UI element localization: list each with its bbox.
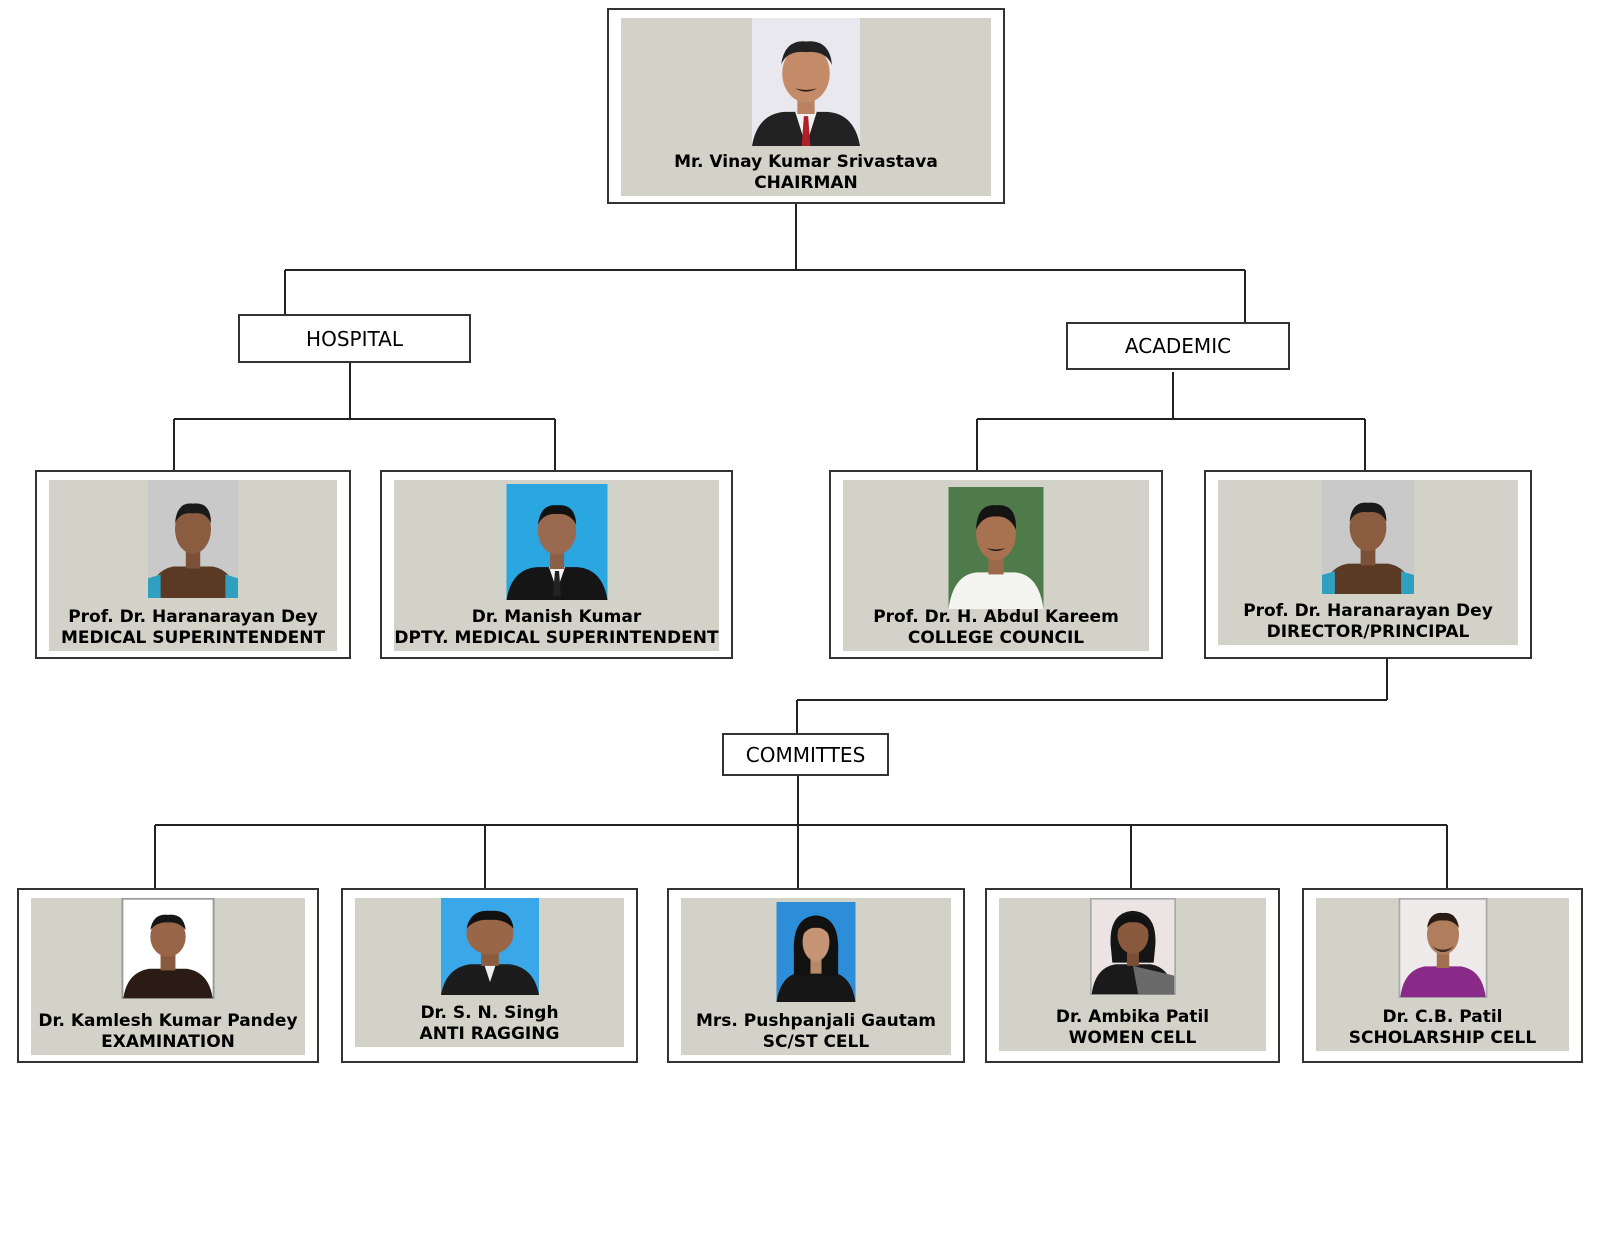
hospital-label: HOSPITAL xyxy=(238,314,471,363)
academic-0-name: Prof. Dr. H. Abdul Kareem xyxy=(873,607,1119,627)
committee-2-title: SC/ST CELL xyxy=(762,1032,870,1052)
committee-0-caption: Dr. Kamlesh Kumar Pandey EXAMINATION xyxy=(31,1011,305,1053)
committee-1-name: Dr. S. N. Singh xyxy=(420,1003,559,1023)
hospital-1-name: Dr. Manish Kumar xyxy=(471,607,642,627)
academic-0-title: COLLEGE COUNCIL xyxy=(907,628,1085,648)
academic-card-principal: Prof. Dr. Haranarayan Dey DIRECTOR/PRINC… xyxy=(1204,470,1532,659)
academic-1-title: DIRECTOR/PRINCIPAL xyxy=(1266,622,1470,642)
committee-card-women: Dr. Ambika Patil WOMEN CELL xyxy=(985,888,1280,1063)
hospital-1-caption: Dr. Manish Kumar DPTY. MEDICAL SUPERINTE… xyxy=(394,607,719,649)
manish-photo xyxy=(506,484,607,600)
academic-connector xyxy=(976,372,1366,472)
academic-card-council: Prof. Dr. H. Abdul Kareem COLLEGE COUNCI… xyxy=(829,470,1163,659)
chairman-connector xyxy=(284,202,1246,322)
ambika-photo xyxy=(1089,898,1176,995)
hospital-connector xyxy=(173,362,556,472)
committee-1-title: ANTI RAGGING xyxy=(419,1024,560,1044)
hospital-1-title: DPTY. MEDICAL SUPERINTENDENT xyxy=(394,628,719,648)
committee-0-name: Dr. Kamlesh Kumar Pandey xyxy=(38,1011,298,1031)
committee-card-scst: Mrs. Pushpanjali Gautam SC/ST CELL xyxy=(667,888,965,1063)
academic-0-caption: Prof. Dr. H. Abdul Kareem COLLEGE COUNCI… xyxy=(843,607,1149,649)
committee-card-scholarship: Dr. C.B. Patil SCHOLARSHIP CELL xyxy=(1302,888,1583,1063)
committee-4-title: SCHOLARSHIP CELL xyxy=(1348,1028,1537,1048)
kareem-photo xyxy=(948,487,1044,609)
committee-3-title: WOMEN CELL xyxy=(1068,1028,1197,1048)
academic-label: ACADEMIC xyxy=(1066,322,1290,370)
committees-label: COMMITTES xyxy=(722,733,889,776)
committee-card-anti-ragging: Dr. S. N. Singh ANTI RAGGING xyxy=(341,888,638,1063)
committee-4-caption: Dr. C.B. Patil SCHOLARSHIP CELL xyxy=(1316,1007,1569,1049)
committee-2-caption: Mrs. Pushpanjali Gautam SC/ST CELL xyxy=(681,1011,951,1053)
committee-3-caption: Dr. Ambika Patil WOMEN CELL xyxy=(999,1007,1266,1049)
committee-card-examination: Dr. Kamlesh Kumar Pandey EXAMINATION xyxy=(17,888,319,1063)
committee-4-name: Dr. C.B. Patil xyxy=(1382,1007,1503,1027)
hospital-0-name: Prof. Dr. Haranarayan Dey xyxy=(68,607,318,627)
hospital-0-title: MEDICAL SUPERINTENDENT xyxy=(60,628,326,648)
committee-2-name: Mrs. Pushpanjali Gautam xyxy=(695,1011,937,1031)
chairman-card: Mr. Vinay Kumar Srivastava CHAIRMAN xyxy=(607,8,1005,204)
dey-photo xyxy=(148,480,238,598)
committee-0-title: EXAMINATION xyxy=(101,1032,235,1052)
dey-principal-photo xyxy=(1322,480,1414,594)
pandey-photo xyxy=(121,898,215,999)
hospital-card-deputy: Dr. Manish Kumar DPTY. MEDICAL SUPERINTE… xyxy=(380,470,733,659)
academic-1-name: Prof. Dr. Haranarayan Dey xyxy=(1243,601,1493,621)
committee-3-name: Dr. Ambika Patil xyxy=(1055,1007,1210,1027)
chairman-photo xyxy=(752,18,860,146)
academic-1-caption: Prof. Dr. Haranarayan Dey DIRECTOR/PRINC… xyxy=(1218,601,1518,643)
chairman-name: Mr. Vinay Kumar Srivastava xyxy=(674,152,938,172)
committees-connector xyxy=(154,774,1448,888)
singh-photo xyxy=(440,898,539,995)
chairman-caption: Mr. Vinay Kumar Srivastava CHAIRMAN xyxy=(621,152,991,194)
hospital-card-superintendent: Prof. Dr. Haranarayan Dey MEDICAL SUPERI… xyxy=(35,470,351,659)
chairman-title: CHAIRMAN xyxy=(754,173,858,193)
gautam-photo xyxy=(776,902,856,1002)
hospital-0-caption: Prof. Dr. Haranarayan Dey MEDICAL SUPERI… xyxy=(49,607,337,649)
committee-1-caption: Dr. S. N. Singh ANTI RAGGING xyxy=(355,1003,624,1045)
cbpatil-photo xyxy=(1398,898,1487,998)
principal-connector xyxy=(796,659,1388,733)
